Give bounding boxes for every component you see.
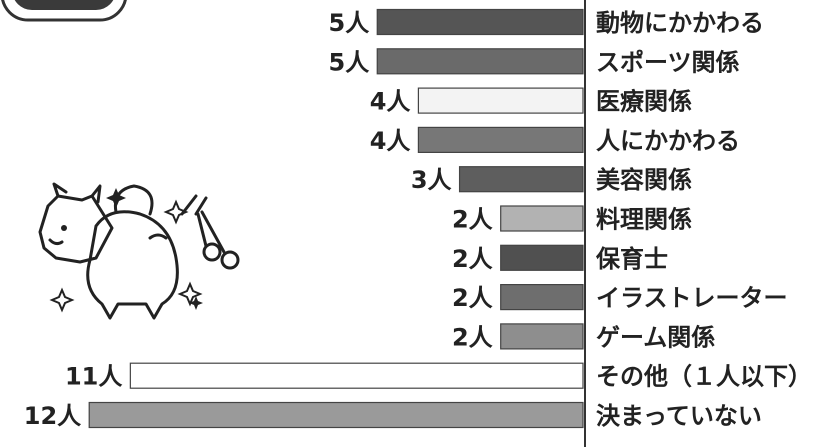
category-label: 保育士	[595, 245, 668, 273]
category-label: 美容関係	[596, 166, 692, 194]
value-label: 4人	[370, 127, 411, 155]
value-label: 12人	[24, 402, 81, 430]
bar	[376, 8, 584, 36]
category-label: 決まっていない	[596, 402, 762, 430]
bar	[417, 126, 584, 154]
shiba-dog-illustration	[38, 182, 240, 320]
category-label: スポーツ関係	[596, 48, 740, 76]
value-label: 2人	[452, 284, 493, 312]
bar	[500, 323, 584, 350]
value-label: 2人	[452, 245, 493, 273]
category-label: 動物にかかわる	[596, 9, 764, 37]
bar	[458, 166, 584, 193]
value-label: 2人	[452, 206, 493, 234]
bars-group: 5人動物にかかわる5人スポーツ関係4人医療関係4人人にかかわる3人美容関係2人料…	[24, 8, 812, 430]
value-label: 3人	[411, 166, 452, 194]
category-label: その他（１人以下）	[596, 363, 812, 391]
bar	[129, 362, 584, 389]
value-label: 11人	[65, 363, 122, 391]
category-label: ゲーム関係	[596, 323, 715, 351]
bar	[500, 284, 584, 311]
value-label: 5人	[329, 48, 370, 76]
category-label: イラストレーター	[596, 284, 788, 312]
category-label: 医療関係	[596, 88, 692, 116]
value-label: 5人	[329, 9, 370, 37]
bar	[376, 48, 584, 75]
bar	[88, 401, 584, 429]
value-label: 2人	[452, 323, 493, 351]
corner-badge	[1, 0, 127, 22]
category-label: 人にかかわる	[596, 127, 740, 155]
bar	[500, 205, 584, 232]
value-label: 4人	[370, 88, 411, 116]
bar	[500, 244, 584, 271]
bar	[417, 87, 584, 114]
category-label: 料理関係	[596, 206, 692, 234]
